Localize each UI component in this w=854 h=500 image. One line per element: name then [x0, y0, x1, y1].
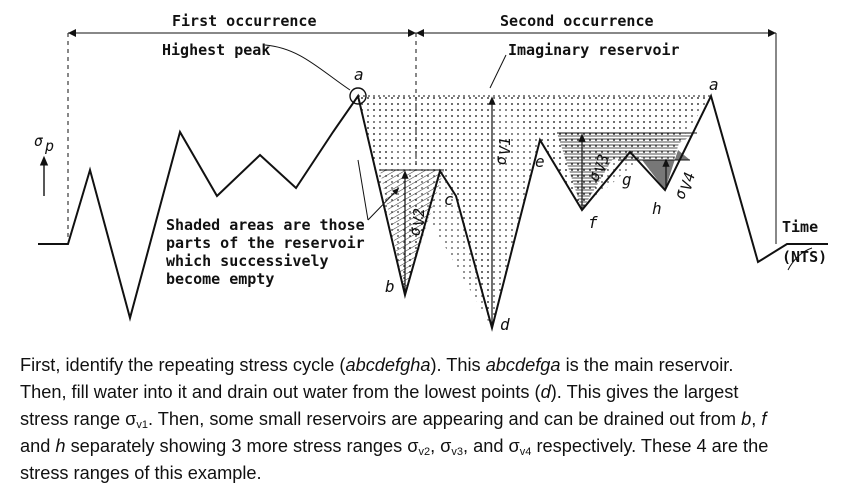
caption-line-5: stress ranges of this example. [20, 463, 262, 483]
sub-reservoir-b [380, 170, 444, 295]
shaded-note-line-1: Shaded areas are those [166, 216, 365, 234]
point-d-label: d [500, 315, 510, 334]
first-occurrence-label: First occurrence [172, 12, 317, 30]
point-c-label: c [444, 190, 454, 209]
stress-history-line [38, 93, 828, 332]
sigma-v3-sub: V3 [591, 152, 613, 174]
sigma-p-sub: p [44, 137, 54, 155]
sigma-v1-label: σ [492, 156, 510, 165]
sigma-v2-sub: V2 [410, 208, 428, 226]
time-axis-label: Time [782, 218, 818, 236]
caption-line-2: Then, fill water into it and drain out w… [20, 382, 739, 402]
caption-line-4: and h separately showing 3 more stress r… [20, 436, 769, 458]
imaginary-reservoir-label: Imaginary reservoir [508, 41, 680, 59]
caption-line-3: stress range σv1. Then, some small reser… [20, 409, 767, 431]
point-e-label: e [535, 152, 545, 171]
highest-peak-marker [349, 87, 367, 105]
shaded-note-line-2: parts of the reservoir [166, 234, 365, 252]
shaded-note-line-4: become empty [166, 270, 274, 288]
sigma-p-label: σ [34, 132, 43, 150]
point-a2-label: a [709, 75, 719, 94]
sigma-v2-label: σ [406, 227, 424, 236]
point-f-label: f [588, 213, 598, 232]
shaded-note-line-3: which successively [166, 252, 329, 270]
nts-label: (NTS) [782, 248, 827, 266]
sigma-v1-sub: V1 [496, 137, 514, 155]
stress-reservoir-diagram: First occurrence Second occurrence Highe… [34, 12, 828, 334]
sigma-v3-label: σ [584, 170, 604, 183]
explanation-caption: First, identify the repeating stress cyc… [20, 352, 820, 487]
caption-line-1: First, identify the repeating stress cyc… [20, 355, 734, 375]
sigma-v4-label: σ [670, 188, 690, 201]
point-b-label: b [385, 277, 395, 296]
sigma-v4-sub: V4 [677, 170, 699, 192]
second-occurrence-label: Second occurrence [500, 12, 654, 30]
sub-reservoir-f [557, 133, 697, 210]
point-a-label: a [354, 65, 364, 84]
point-h-label: h [652, 199, 662, 218]
highest-peak-label: Highest peak [162, 41, 270, 59]
point-g-label: g [622, 170, 632, 189]
